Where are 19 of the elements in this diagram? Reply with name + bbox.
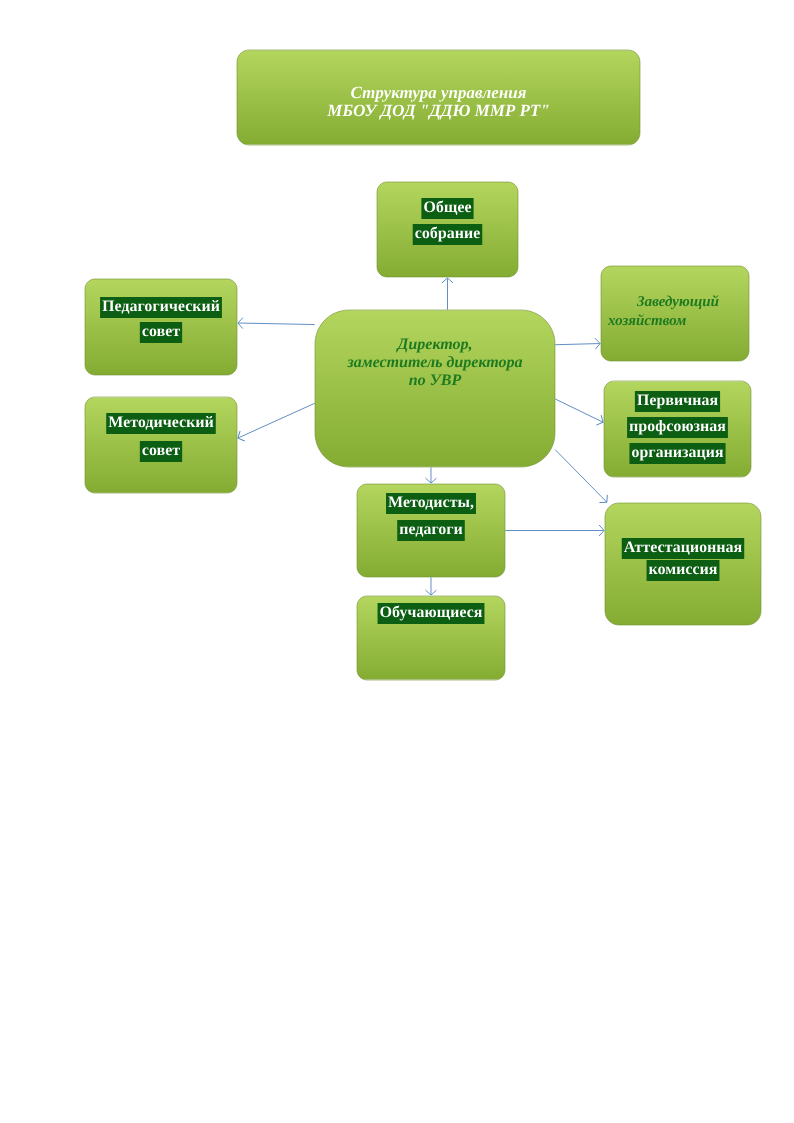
process-box: Методисты, педагоги [356, 483, 506, 578]
process-box: Педагогический совет [84, 278, 238, 376]
process-box: Заведующий хозяйством [600, 265, 750, 362]
arrow [425, 576, 437, 596]
process-box: Директор, заместитель директора по УВР [314, 309, 556, 468]
arrow [504, 524, 605, 537]
process-box: Первичная профсоюзная организация [603, 380, 752, 478]
arrow [425, 466, 437, 484]
arrow [554, 337, 601, 350]
title-banner: Структура управления МБОУ ДОД "ДДЮ ММР РТ" [236, 49, 641, 146]
arrow [554, 398, 604, 426]
process-box: Аттестационная комиссия [604, 502, 762, 626]
arrow [237, 402, 316, 442]
arrow [441, 277, 454, 311]
process-box: Общее собрание [376, 181, 519, 278]
arrow [554, 449, 608, 503]
arrow [237, 317, 316, 330]
process-box: Обучающиеся [356, 595, 506, 681]
process-box: Методический совет [84, 396, 238, 494]
